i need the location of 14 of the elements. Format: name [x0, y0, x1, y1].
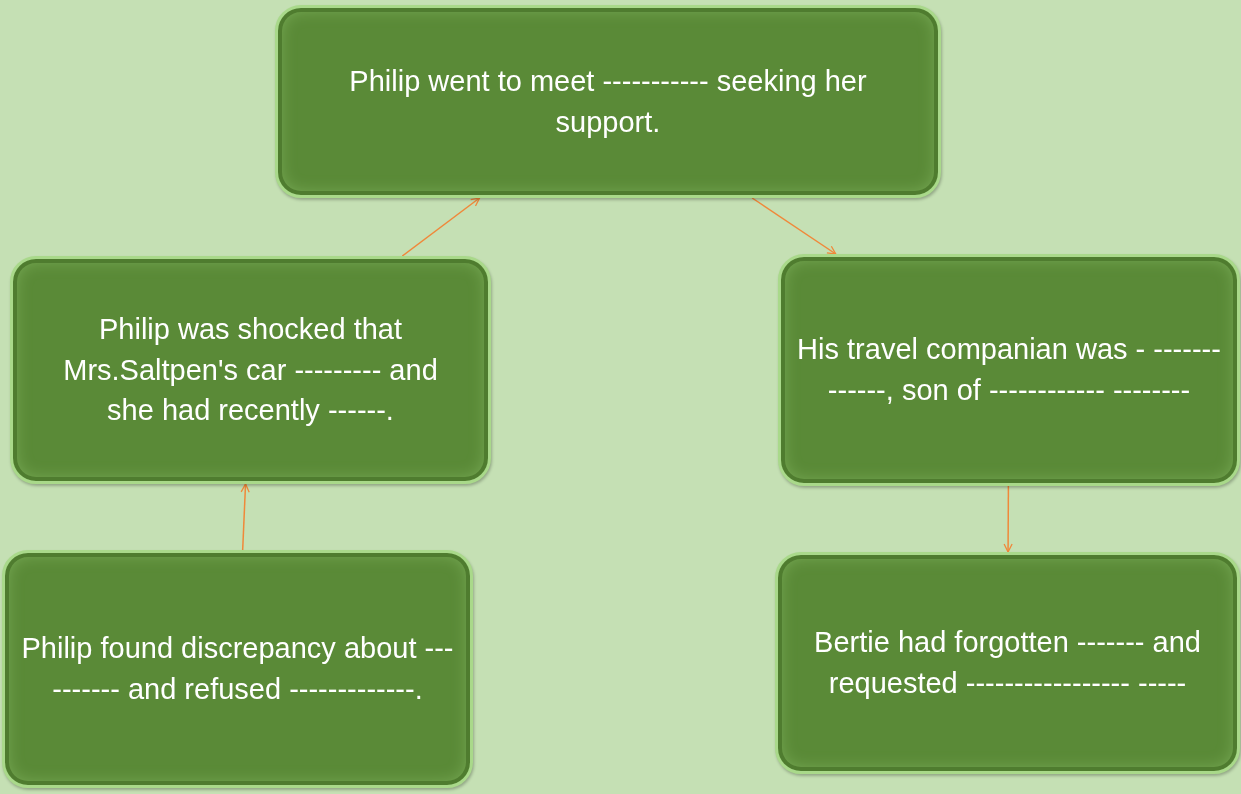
box-text: Philip found discrepancy about ---------- and refused -------------.	[20, 631, 455, 707]
rounded-box	[778, 254, 1240, 486]
arrow	[401, 197, 481, 257]
rounded-box	[10, 256, 491, 484]
box-text: Philip was shocked that Mrs.Saltpen's car --------- and she had recently ------.	[62, 312, 439, 429]
box-text: Bertie had forgotten ------- and requested ----------------- -----	[813, 625, 1202, 701]
box-text: Philip went to meet ----------- seeking her support.	[348, 63, 868, 140]
rounded-box	[2, 550, 473, 788]
box-text: His travel companian was - -------------, son of ------------ --------	[796, 332, 1222, 408]
arrow	[751, 197, 837, 255]
rounded-box	[275, 5, 941, 198]
arrow	[240, 483, 250, 551]
arrow	[1003, 485, 1013, 553]
rounded-box	[775, 552, 1240, 774]
